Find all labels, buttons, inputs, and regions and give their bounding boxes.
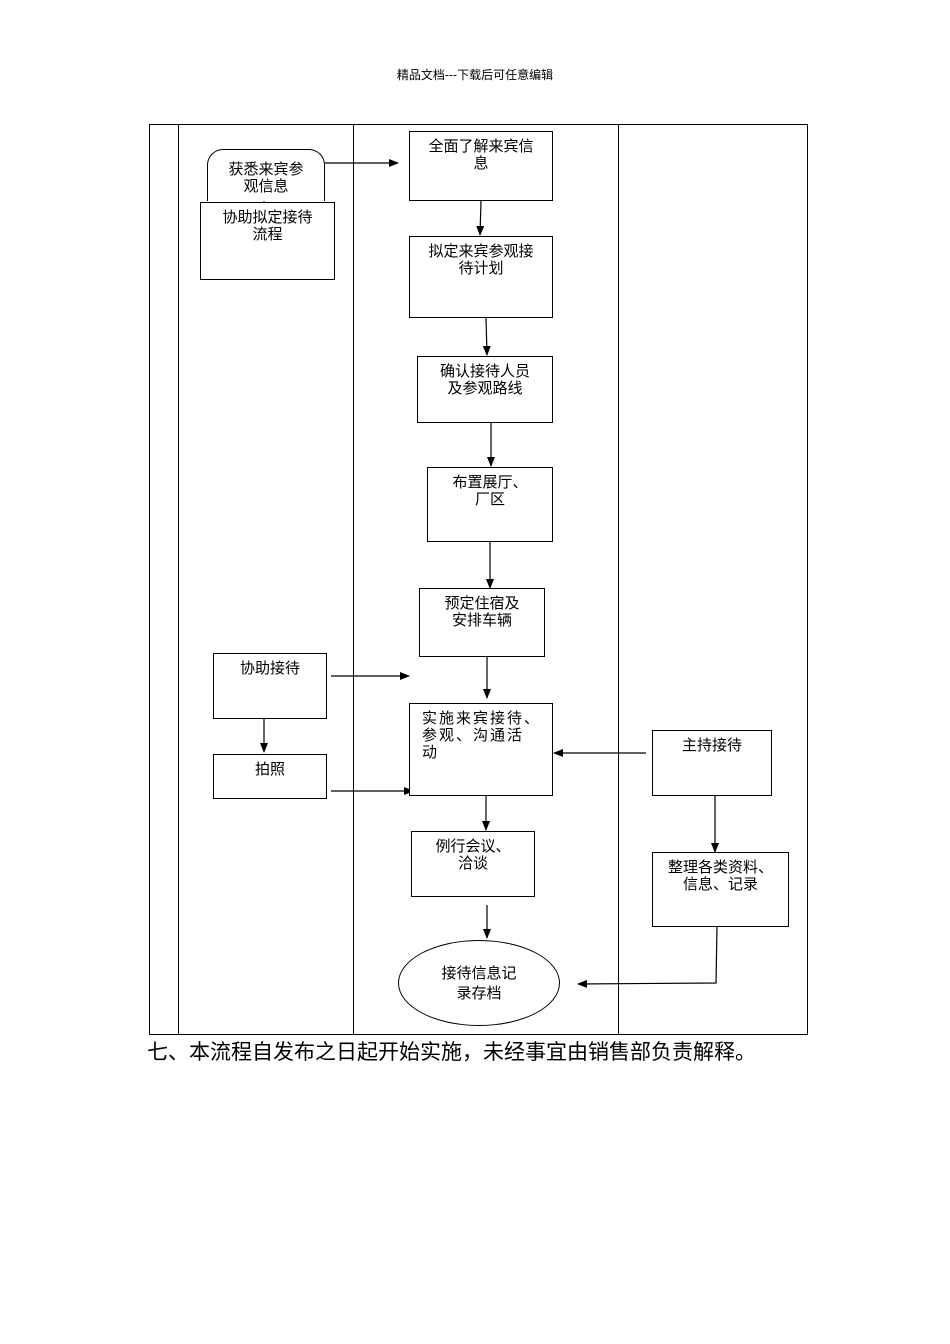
node-book-lodging: 预定住宿及 安排车辆: [419, 588, 545, 657]
lane-divider-2: [353, 124, 354, 1035]
page-header: 精品文档---下载后可任意编辑: [396, 68, 554, 82]
node-obtain-info: 获悉来宾参 观信息: [207, 149, 325, 201]
node-host: 主持接待: [652, 730, 772, 796]
node-implement: 实施来宾接待、 参观、沟通活 动: [409, 703, 553, 796]
arrow-understand-to-draft: [476, 200, 485, 236]
arrow-draft-to-confirm: [482, 317, 491, 356]
node-archive: 接待信息记 录存档: [398, 940, 560, 1026]
node-assist-reception: 协助接待: [213, 653, 327, 719]
arrow-organize-to-archive: [577, 926, 718, 988]
node-arrange-hall: 布置展厅、 厂区: [427, 467, 553, 542]
node-organize: 整理各类资料、 信息、记录: [652, 852, 789, 927]
footer-note: 七、本流程自发布之日起开始实施，未经事宜由销售部负责解释。: [147, 1040, 756, 1064]
swimlane-frame: [149, 124, 808, 1035]
lane-divider-1: [178, 124, 179, 1035]
node-understand-info: 全面了解来宾信 息: [409, 131, 553, 201]
node-draft-plan: 拟定来宾参观接 待计划: [409, 236, 553, 318]
lane-divider-3: [618, 124, 619, 1035]
node-assist-plan: 协助拟定接待 流程: [200, 202, 335, 280]
node-photo: 拍照: [213, 754, 327, 799]
node-meeting: 例行会议、 洽谈: [411, 831, 535, 897]
node-confirm-staff: 确认接待人员 及参观路线: [417, 356, 553, 423]
